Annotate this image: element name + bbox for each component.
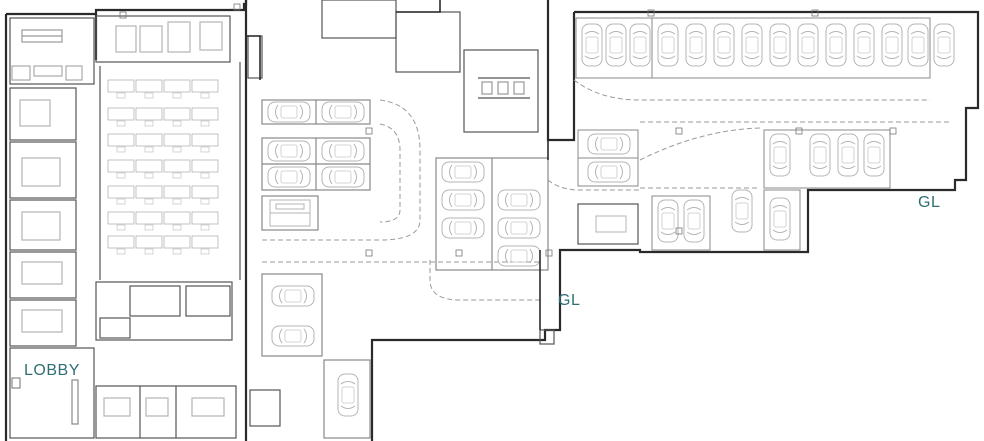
open-office-workstations [107, 79, 219, 255]
column-markers [119, 3, 897, 257]
center-garage-structure [247, 0, 555, 439]
left-office-wing [9, 15, 241, 439]
ground-level-label-right: GL [918, 194, 941, 211]
ground-level-label-center: GL [558, 292, 581, 309]
equipment [269, 199, 311, 227]
exterior-walls [4, 0, 980, 441]
interior-walls [246, 0, 549, 330]
drive-aisle-lines [262, 79, 950, 301]
lobby-label: LOBBY [24, 362, 80, 379]
right-parking-structure [575, 17, 931, 251]
center-parked-cars [267, 101, 541, 417]
